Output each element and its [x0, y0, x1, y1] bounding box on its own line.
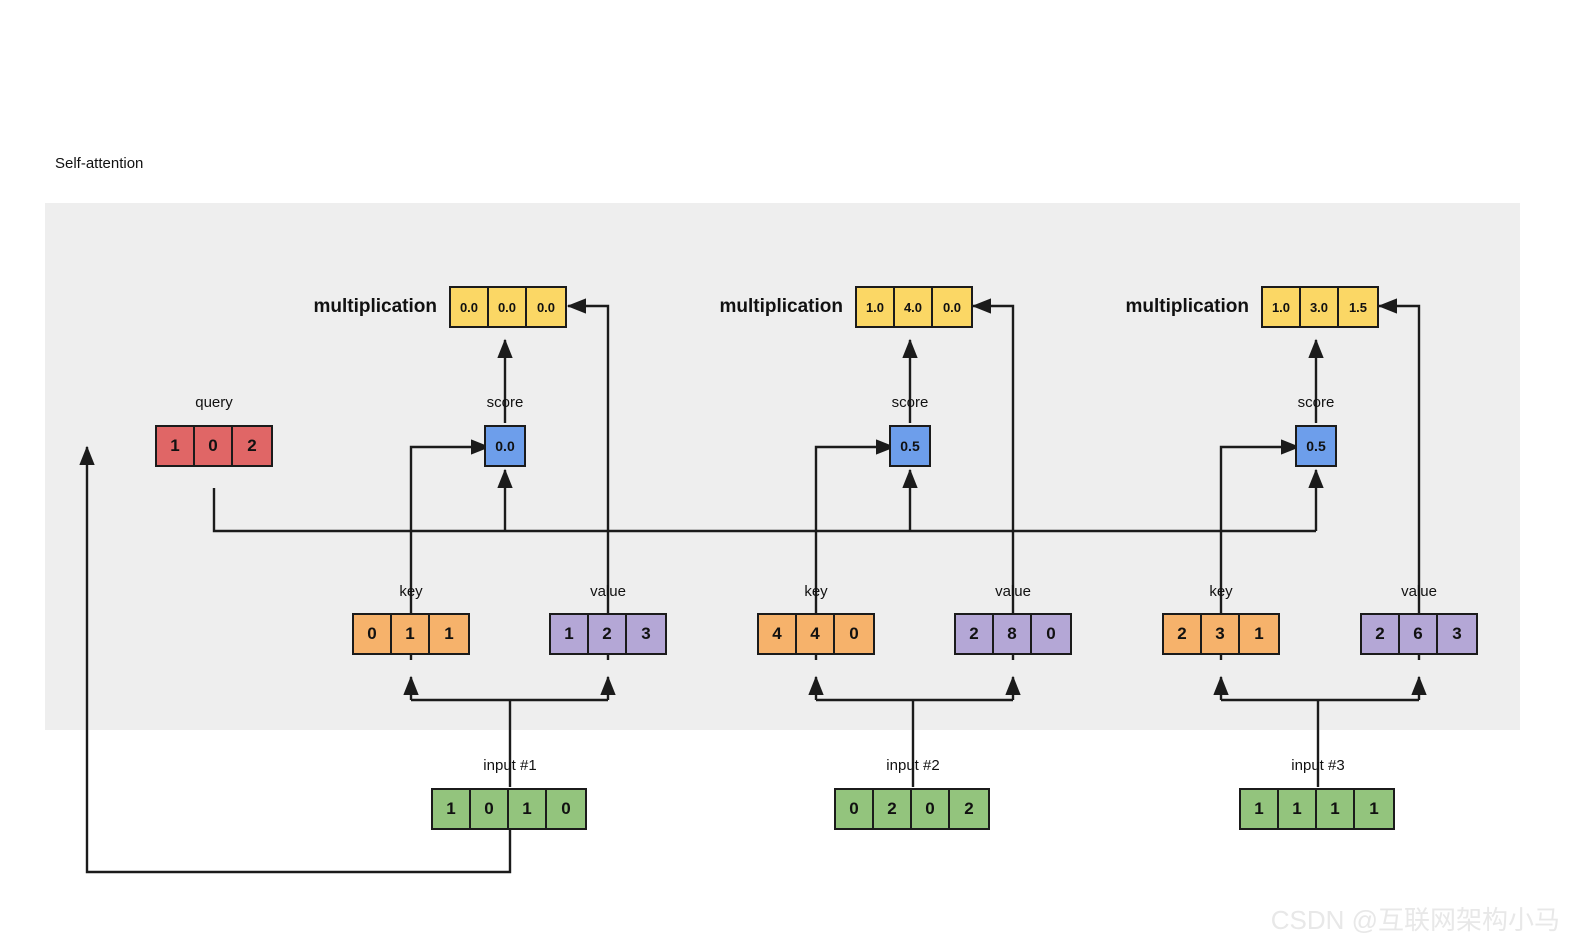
input-cell: 2 [950, 790, 988, 828]
input-vector-2: 0 2 0 2 [834, 788, 990, 830]
score-vector-1: 0.0 [484, 425, 526, 467]
diagram-title: Self-attention [55, 155, 144, 172]
multiplication-cell: 4.0 [895, 288, 933, 326]
key-vector-3: 2 3 1 [1162, 613, 1280, 655]
key-vector-1: 0 1 1 [352, 613, 470, 655]
input-label-1: input #1 [483, 757, 537, 774]
score-cell: 0.5 [891, 427, 929, 465]
multiplication-label-3: multiplication [1125, 296, 1250, 317]
multiplication-vector-2: 1.0 4.0 0.0 [855, 286, 973, 328]
score-label-1: score [486, 394, 524, 411]
multiplication-label-2: multiplication [719, 296, 844, 317]
key-label-2: key [804, 583, 828, 600]
key-cell: 4 [797, 615, 835, 653]
value-vector-2: 2 8 0 [954, 613, 1072, 655]
input-cell: 2 [874, 790, 912, 828]
input-cell: 0 [912, 790, 950, 828]
input-cell: 1 [1241, 790, 1279, 828]
value-vector-1: 1 2 3 [549, 613, 667, 655]
multiplication-cell: 0.0 [933, 288, 971, 326]
value-cell: 6 [1400, 615, 1438, 653]
value-cell: 8 [994, 615, 1032, 653]
key-vector-2: 4 4 0 [757, 613, 875, 655]
multiplication-cell: 3.0 [1301, 288, 1339, 326]
value-cell: 2 [1362, 615, 1400, 653]
input-cell: 1 [509, 790, 547, 828]
query-cell: 2 [233, 427, 271, 465]
multiplication-vector-1: 0.0 0.0 0.0 [449, 286, 567, 328]
score-cell: 0.0 [486, 427, 524, 465]
input-label-3: input #3 [1291, 757, 1345, 774]
score-vector-2: 0.5 [889, 425, 931, 467]
key-cell: 4 [759, 615, 797, 653]
input-cell: 0 [547, 790, 585, 828]
multiplication-label-1: multiplication [313, 296, 438, 317]
query-label: query [195, 394, 233, 411]
key-cell: 0 [835, 615, 873, 653]
value-label-1: value [590, 583, 626, 600]
value-cell: 2 [589, 615, 627, 653]
key-cell: 1 [430, 615, 468, 653]
input-vector-1: 1 0 1 0 [431, 788, 587, 830]
input-cell: 0 [836, 790, 874, 828]
query-cell: 0 [195, 427, 233, 465]
score-vector-3: 0.5 [1295, 425, 1337, 467]
value-cell: 3 [1438, 615, 1476, 653]
input-vector-3: 1 1 1 1 [1239, 788, 1395, 830]
score-label-2: score [891, 394, 929, 411]
input-cell: 1 [1355, 790, 1393, 828]
value-cell: 0 [1032, 615, 1070, 653]
value-vector-3: 2 6 3 [1360, 613, 1478, 655]
key-label-1: key [399, 583, 423, 600]
multiplication-cell: 1.0 [1263, 288, 1301, 326]
multiplication-cell: 1.0 [857, 288, 895, 326]
value-label-2: value [995, 583, 1031, 600]
key-cell: 3 [1202, 615, 1240, 653]
watermark: CSDN @互联网架构小马 [1270, 905, 1560, 935]
query-cell: 1 [157, 427, 195, 465]
input-cell: 1 [433, 790, 471, 828]
score-cell: 0.5 [1297, 427, 1335, 465]
input-label-2: input #2 [886, 757, 940, 774]
query-vector: 1 0 2 [155, 425, 273, 467]
multiplication-cell: 1.5 [1339, 288, 1377, 326]
value-cell: 2 [956, 615, 994, 653]
multiplication-cell: 0.0 [489, 288, 527, 326]
multiplication-cell: 0.0 [451, 288, 489, 326]
key-cell: 2 [1164, 615, 1202, 653]
multiplication-cell: 0.0 [527, 288, 565, 326]
key-label-3: key [1209, 583, 1233, 600]
value-cell: 1 [551, 615, 589, 653]
key-cell: 1 [392, 615, 430, 653]
key-cell: 0 [354, 615, 392, 653]
input-cell: 0 [471, 790, 509, 828]
score-label-3: score [1297, 394, 1335, 411]
value-label-3: value [1401, 583, 1437, 600]
value-cell: 3 [627, 615, 665, 653]
input-cell: 1 [1317, 790, 1355, 828]
multiplication-vector-3: 1.0 3.0 1.5 [1261, 286, 1379, 328]
input-cell: 1 [1279, 790, 1317, 828]
key-cell: 1 [1240, 615, 1278, 653]
